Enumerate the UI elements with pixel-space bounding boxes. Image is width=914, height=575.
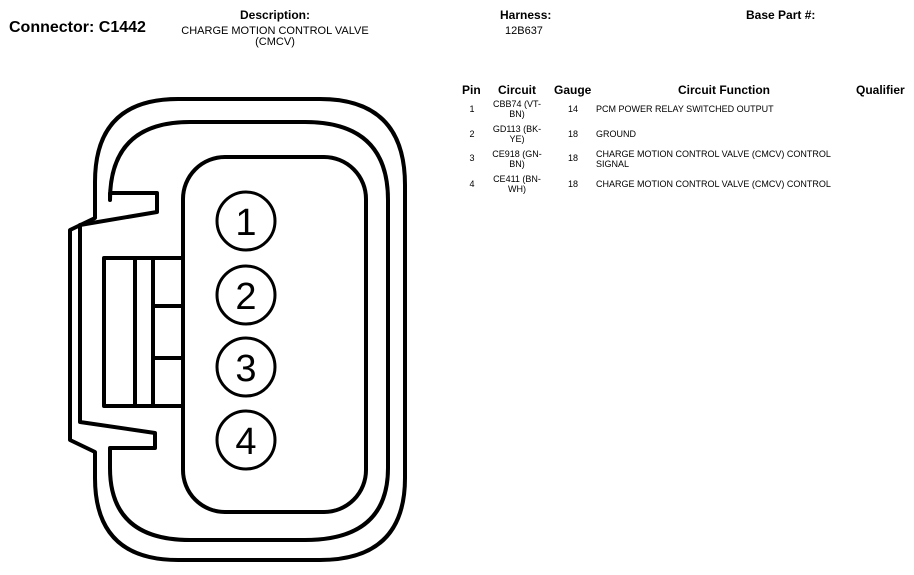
description-value: CHARGE MOTION CONTROL VALVE (CMCV): [181, 25, 369, 48]
pin-1-circle: [215, 190, 277, 252]
gauge-cell: 18: [567, 153, 578, 163]
circuit-cell: CE918 (GN-BN): [492, 149, 542, 169]
column-header-circuit: Circuit: [498, 83, 537, 97]
pin-cell: 4: [469, 179, 475, 189]
pin-3-label: 3: [235, 348, 256, 390]
pin-cell: 3: [469, 153, 475, 163]
gauge-cell: 14: [567, 104, 578, 114]
circuit-cell: GD113 (BK-YE): [492, 124, 542, 144]
function-cell: PCM POWER RELAY SWITCHED OUTPUT: [596, 104, 774, 114]
column-header-pin: Pin: [462, 83, 481, 97]
connector-title: Connector: C1442: [9, 19, 146, 36]
column-header-function: Circuit Function: [678, 83, 770, 97]
pin-2-label: 2: [235, 276, 256, 318]
circuit-cell: CBB74 (VT-BN): [492, 99, 541, 119]
pin-1-label: 1: [235, 202, 256, 244]
function-cell: GROUND: [596, 129, 636, 139]
description-label: Description:: [240, 8, 311, 22]
connector-outer-housing: [68, 97, 407, 562]
pin-cell: 2: [469, 129, 475, 139]
harness-value: 12B637: [505, 25, 543, 37]
harness-label: Harness:: [500, 8, 552, 22]
lock-tab: [102, 256, 185, 408]
gauge-cell: 18: [567, 129, 578, 139]
function-cell: CHARGE MOTION CONTROL VALVE (CMCV) CONTR…: [596, 149, 831, 169]
pin-3-circle: [215, 336, 277, 398]
column-header-qualifier: Qualifier: [856, 83, 905, 97]
pin-2-circle: [215, 264, 277, 326]
circuit-cell: CE411 (BN-WH): [493, 174, 541, 194]
gauge-cell: 18: [567, 179, 578, 189]
pin-4-label: 4: [235, 421, 256, 463]
pin-cell: 1: [469, 104, 475, 114]
connector-inner-housing: [78, 120, 390, 542]
function-cell: CHARGE MOTION CONTROL VALVE (CMCV) CONTR…: [596, 179, 831, 189]
base-part-label: Base Part #:: [746, 8, 816, 22]
pin-4-circle: [215, 409, 277, 471]
column-header-gauge: Gauge: [554, 83, 592, 97]
